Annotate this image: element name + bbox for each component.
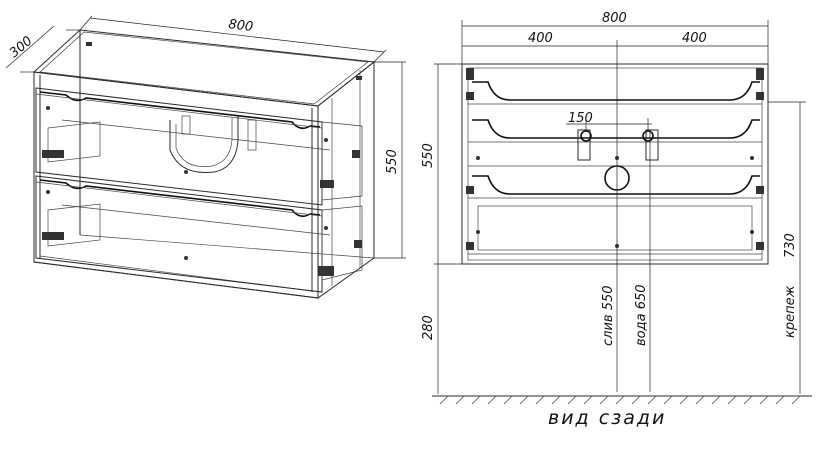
iso-height-label: 550 <box>385 149 400 174</box>
cabinet-top <box>32 29 376 107</box>
isometric-view: 800 300 550 <box>5 15 406 299</box>
floor-offset-label: 280 <box>421 315 436 340</box>
cabinet-top-inner <box>39 31 369 105</box>
iso-depth-label: 300 <box>7 34 36 61</box>
iso-width-label: 800 <box>228 17 254 35</box>
floor-hatching <box>439 395 801 405</box>
water-inlet-left <box>580 130 592 142</box>
back-half-right-label: 400 <box>682 31 707 46</box>
water-inlet-right <box>642 130 654 142</box>
dim-depth-line <box>5 25 55 69</box>
mount-label: крепеж <box>783 285 798 338</box>
lower-drawer-front <box>35 175 323 293</box>
sink-cutout <box>169 116 239 174</box>
view-caption: вид сзади <box>548 407 666 429</box>
back-height-label: 550 <box>421 143 436 168</box>
back-upper-drawer <box>472 81 760 101</box>
back-view: 800 400 400 150 550 280 слив 550 вода 65… <box>421 11 812 429</box>
back-half-left-label: 400 <box>528 31 553 46</box>
mount-height-label: 730 <box>783 233 798 258</box>
mount-plate-left <box>577 129 591 161</box>
upper-drawer-front <box>35 87 323 206</box>
back-panel <box>461 63 769 265</box>
dim-width-line <box>89 17 385 53</box>
back-lower-drawer <box>472 175 760 195</box>
drain-height-label: слив 550 <box>601 285 616 346</box>
mount-plate-right <box>645 129 659 161</box>
water-height-label: вода 650 <box>634 284 649 346</box>
cabinet-front <box>33 71 319 299</box>
hole-spacing-label: 150 <box>568 111 593 126</box>
back-width-label: 800 <box>602 11 627 26</box>
